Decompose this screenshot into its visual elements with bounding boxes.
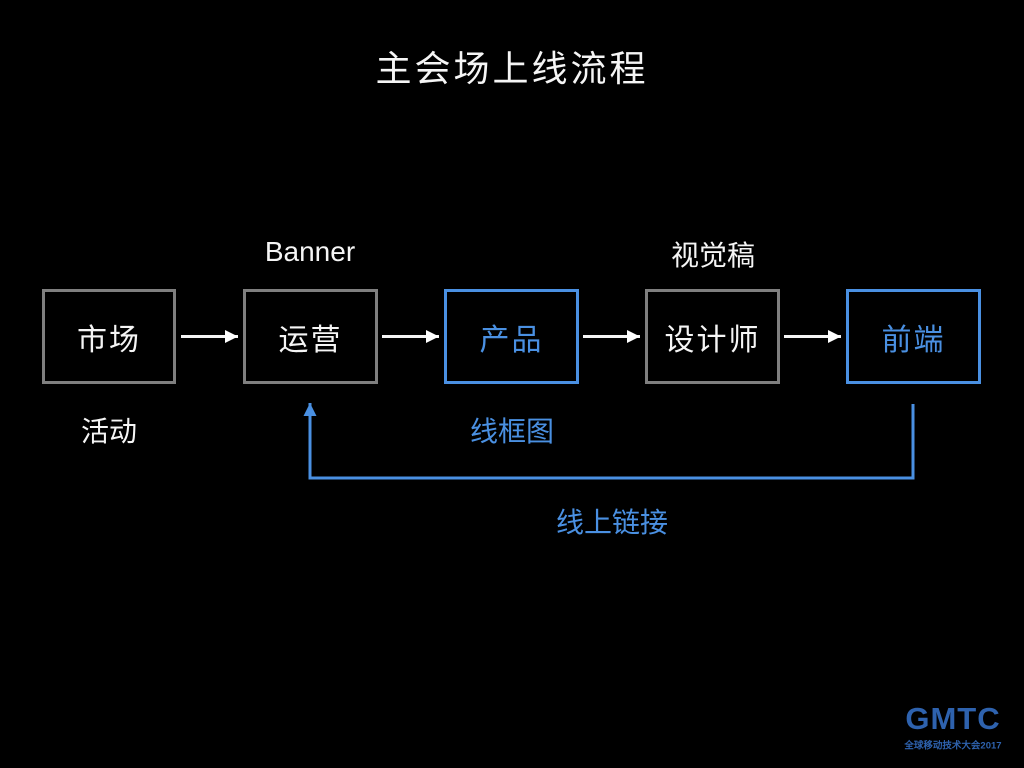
page-title: 主会场上线流程 xyxy=(375,48,649,89)
gmtc-logo-subtitle: 全球移动技术大会2017 xyxy=(904,740,1002,752)
flow-box-operations-label: 运营 xyxy=(278,323,343,357)
annotation-banner: Banner xyxy=(264,236,356,267)
gmtc-logo-text: GMTC xyxy=(905,701,1001,736)
flow-box-designer: 设计师 xyxy=(645,289,780,384)
flow-box-market: 市场 xyxy=(42,289,176,384)
annotation-online-link: 线上链接 xyxy=(555,507,669,538)
annotation-visual-draft: 视觉稿 xyxy=(670,240,756,271)
flow-box-product-label: 产品 xyxy=(479,323,544,357)
flow-box-designer-label: 设计师 xyxy=(664,323,761,357)
arrow-frontend-to-operations-feedback xyxy=(303,403,915,480)
annotation-wireframe: 线框图 xyxy=(469,416,555,447)
flow-box-frontend: 前端 xyxy=(846,289,981,384)
annotation-activity: 活动 xyxy=(80,416,138,447)
gmtc-logo: GMTC 全球移动技术大会2017 xyxy=(901,703,1005,752)
flow-box-market-label: 市场 xyxy=(77,323,141,357)
flow-box-product: 产品 xyxy=(444,289,579,384)
flow-box-operations: 运营 xyxy=(243,289,378,384)
flow-box-frontend-label: 前端 xyxy=(881,323,946,357)
